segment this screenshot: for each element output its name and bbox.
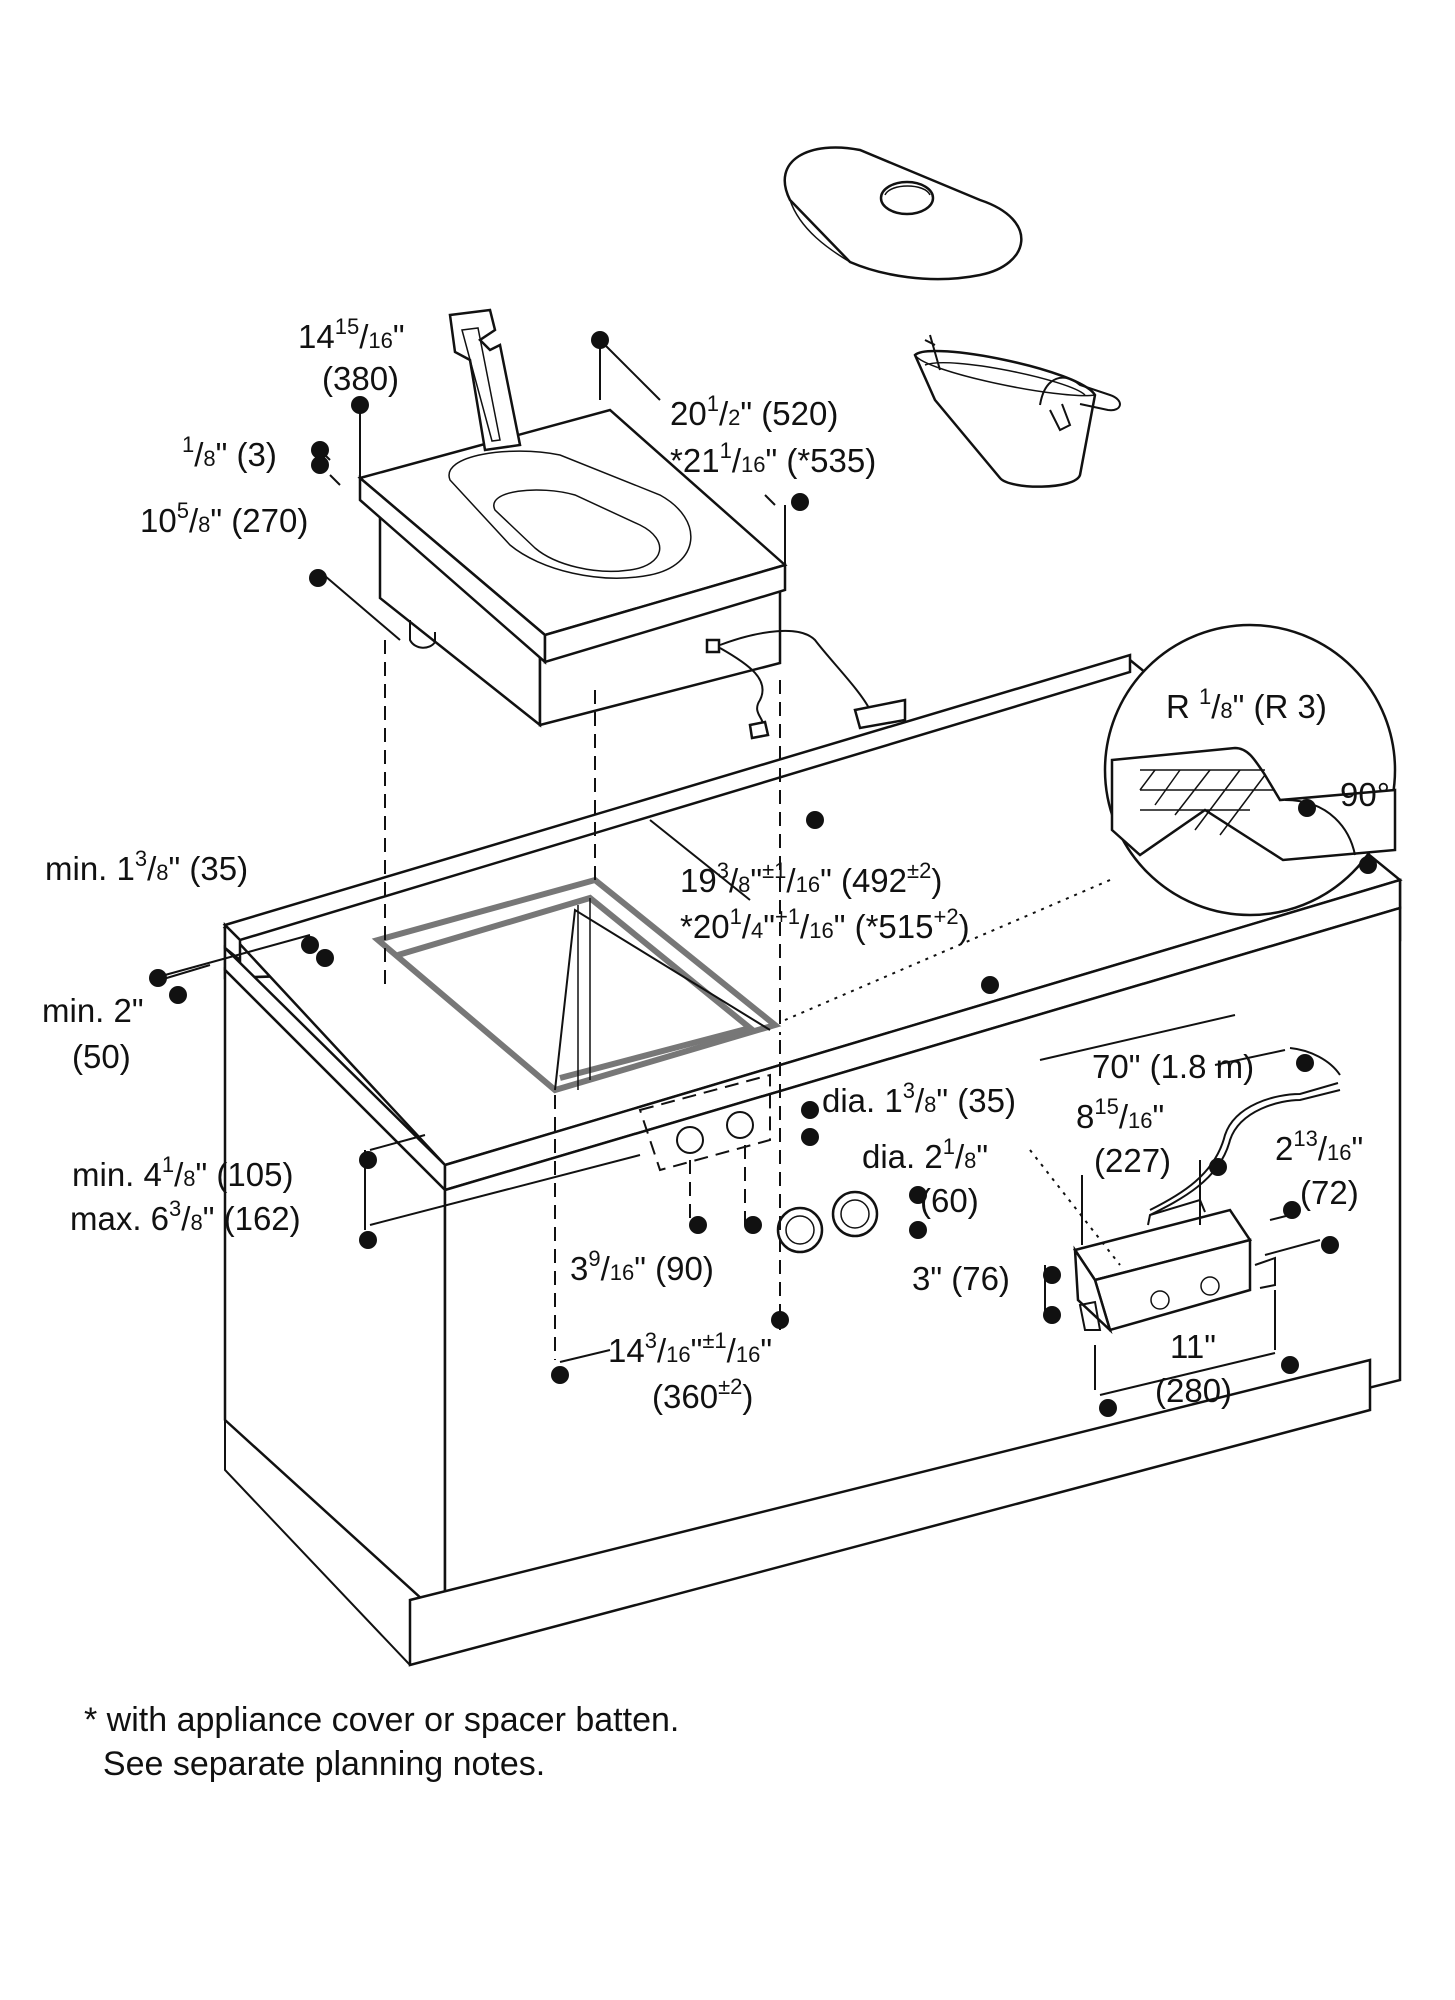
- label-angle: 90°: [1340, 776, 1390, 813]
- dimension-labels: 1415/16" (380) 201/2" (520) *211/16" (*5…: [42, 314, 1390, 1415]
- label-cutout-width-mm: (360±2): [652, 1374, 753, 1415]
- label-min-front: min. 2": [42, 992, 144, 1029]
- fryer-basket: [913, 334, 1121, 488]
- dimension-points: [149, 331, 1377, 1417]
- label-dia-large-mm: (60): [920, 1182, 979, 1219]
- label-cutout-width: 143/16"±1/16": [608, 1328, 772, 1369]
- footnote: * with appliance cover or spacer batten.…: [84, 1698, 679, 1786]
- label-width-top-mm: (380): [322, 360, 399, 397]
- label-box-depth-mm: (227): [1094, 1142, 1171, 1179]
- label-depth-top-2: *211/16" (*535): [670, 438, 876, 479]
- label-min-front-mm: (50): [72, 1038, 131, 1075]
- label-radius: R 1/8" (R 3): [1166, 684, 1327, 725]
- label-panel-max: max. 63/8" (162): [70, 1196, 301, 1237]
- edge-detail: [784, 623, 1397, 1021]
- label-box-height-side: 213/16": [1275, 1126, 1363, 1167]
- label-knob-spacing: 39/16" (90): [570, 1246, 714, 1287]
- footnote-line-2: See separate planning notes.: [84, 1745, 546, 1783]
- fryer-lid: [783, 146, 1023, 281]
- label-box-width-mm: (280): [1155, 1372, 1232, 1409]
- label-cutout-depth-2: *201/4"+1/16" (*515+2): [680, 904, 970, 945]
- label-box-depth: 815/16": [1076, 1094, 1164, 1135]
- dimension-lines: [159, 339, 1341, 1396]
- fryer-unit: [357, 308, 907, 740]
- label-min-edge: min. 13/8" (35): [45, 846, 248, 887]
- label-box-height: 3" (76): [912, 1260, 1010, 1297]
- label-box-height-side-mm: (72): [1300, 1174, 1359, 1211]
- label-cable: 70" (1.8 m): [1092, 1048, 1254, 1085]
- countertop-cabinet: [222, 653, 1403, 1667]
- label-depth-top-1: 201/2" (520): [670, 391, 838, 432]
- label-panel-min: min. 41/8" (105): [72, 1152, 293, 1193]
- footnote-line-1: * with appliance cover or spacer batten.: [84, 1701, 680, 1739]
- label-dia-small: dia. 13/8" (35): [822, 1078, 1016, 1119]
- label-dia-large: dia. 21/8": [862, 1134, 988, 1175]
- label-cutout-depth-1: 193/8"±1/16" (492±2): [680, 858, 942, 899]
- label-box-width: 11": [1170, 1328, 1216, 1365]
- label-height: 105/8" (270): [140, 498, 308, 539]
- label-thickness: 1/8" (3): [182, 432, 277, 473]
- label-width-top: 1415/16": [298, 314, 405, 355]
